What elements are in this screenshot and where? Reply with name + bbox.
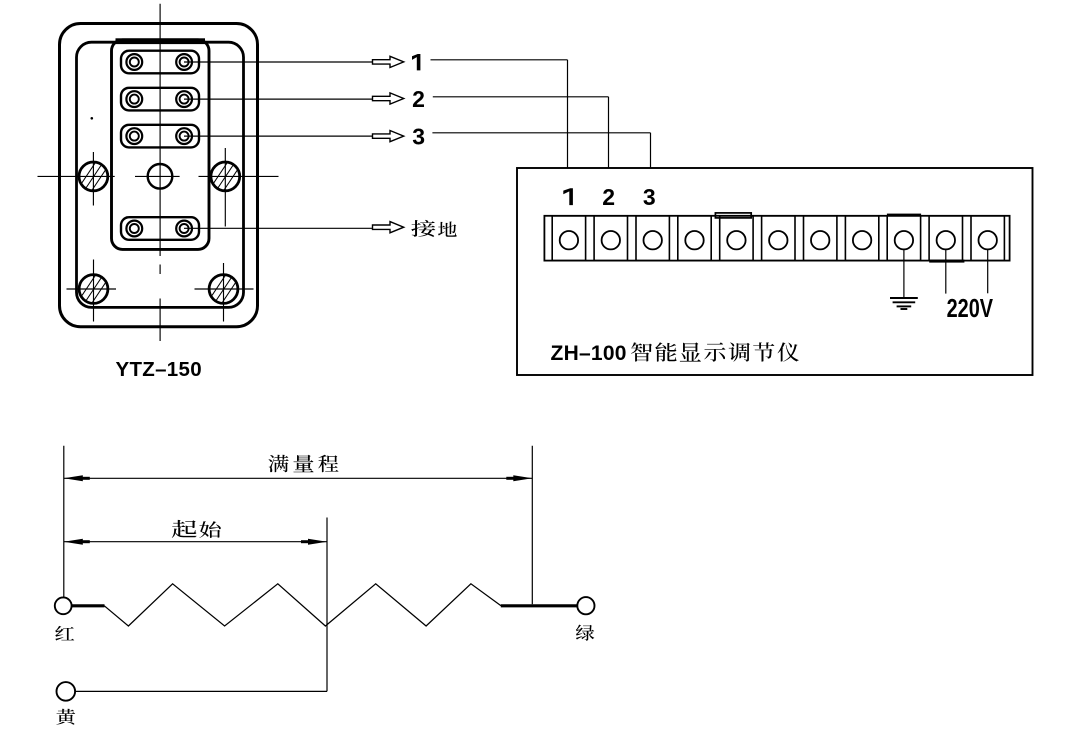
svg-text:YTZ–150: YTZ–150	[115, 358, 201, 381]
svg-text:ZH–100: ZH–100	[551, 342, 627, 365]
svg-text:2: 2	[602, 184, 615, 210]
svg-text:3: 3	[643, 184, 656, 210]
svg-text:3: 3	[412, 123, 425, 149]
svg-text:220V: 220V	[947, 293, 994, 322]
svg-text:2: 2	[412, 86, 425, 112]
